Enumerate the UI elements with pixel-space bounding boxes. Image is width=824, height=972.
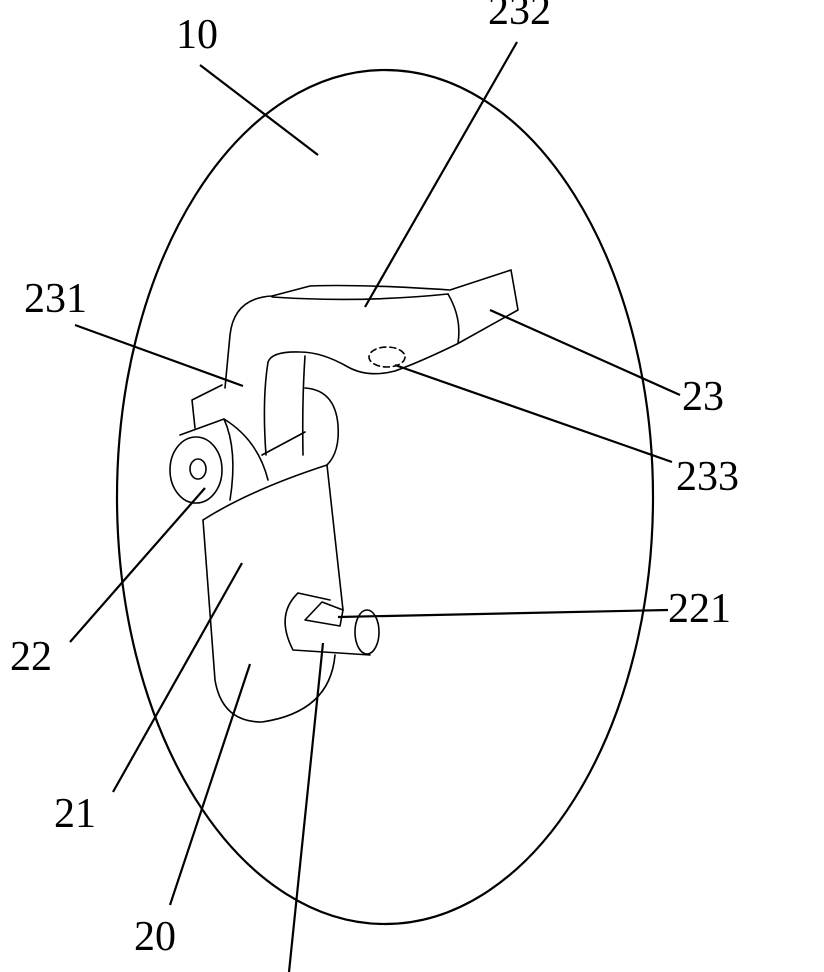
leader-232 <box>364 41 518 308</box>
hinge-22 <box>169 418 269 504</box>
plate-outline <box>202 519 336 723</box>
lug-outline <box>304 387 340 466</box>
bracket-top-edge <box>271 293 449 301</box>
leader-20 <box>168 663 252 906</box>
hinge-end-face <box>169 436 223 504</box>
bracket-outline <box>224 269 519 456</box>
label-22: 22 <box>10 634 52 680</box>
hinge-side-edge <box>223 418 234 501</box>
hinge-hole <box>189 458 207 480</box>
leader-233 <box>394 363 673 464</box>
rear-block-outline <box>191 384 223 429</box>
leader-10 <box>199 64 319 156</box>
label-21: 21 <box>54 791 96 837</box>
leader-221 <box>337 608 669 619</box>
bracket-inner-edge <box>301 355 306 456</box>
leader-22 <box>69 487 206 643</box>
pin-end-face <box>354 609 380 655</box>
pin-body <box>284 592 371 656</box>
label-221: 221 <box>668 586 731 632</box>
plate-21 <box>202 464 344 723</box>
leader-21 <box>112 562 243 793</box>
label-233: 233 <box>676 454 739 500</box>
label-20: 20 <box>134 914 176 960</box>
leader-23 <box>489 308 681 397</box>
bracket-foot-edge <box>261 431 306 456</box>
plate-top-edge <box>202 464 344 611</box>
label-232: 232 <box>488 0 551 34</box>
label-231: 231 <box>24 276 87 322</box>
recess-233-dashed <box>368 346 406 368</box>
pin-notch <box>304 601 344 627</box>
bracket-23 <box>224 269 519 456</box>
label-10: 10 <box>176 12 218 58</box>
housing-outline <box>115 68 655 926</box>
leader-unlabeled <box>287 642 325 972</box>
pin-221 <box>284 592 380 656</box>
label-23: 23 <box>682 374 724 420</box>
leader-231 <box>74 323 244 388</box>
hinge-body-edge <box>179 418 269 481</box>
bracket-section-line <box>447 293 460 344</box>
